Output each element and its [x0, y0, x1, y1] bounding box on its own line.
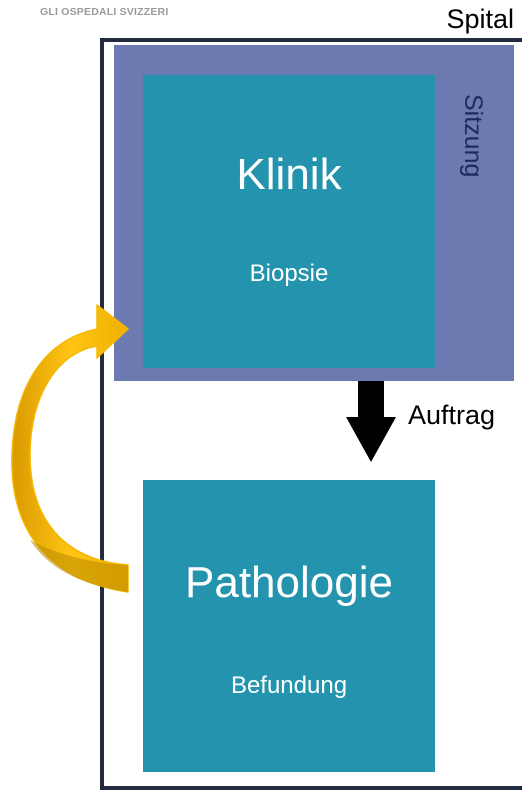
klinik-title: Klinik — [236, 150, 342, 199]
brand-logo-text: GLI OSPEDALI SVIZZERI — [40, 6, 169, 18]
klinik-subtitle: Biopsie — [249, 260, 329, 287]
spital-frame — [100, 38, 522, 790]
pathologie-title: Pathologie — [185, 558, 393, 607]
auftrag-label: Auftrag — [408, 400, 496, 430]
order-arrow — [346, 381, 396, 462]
sitzung-label: Sitzung — [459, 94, 487, 178]
pathologie-subtitle: Befundung — [230, 672, 348, 699]
feedback-arrow-shadow — [30, 540, 128, 592]
feedback-arrow — [11, 304, 129, 593]
spital-label: Spital — [446, 4, 514, 34]
klinik-box: Klinik Biopsie — [143, 75, 435, 368]
pathologie-box: Pathologie Befundung — [143, 480, 435, 772]
